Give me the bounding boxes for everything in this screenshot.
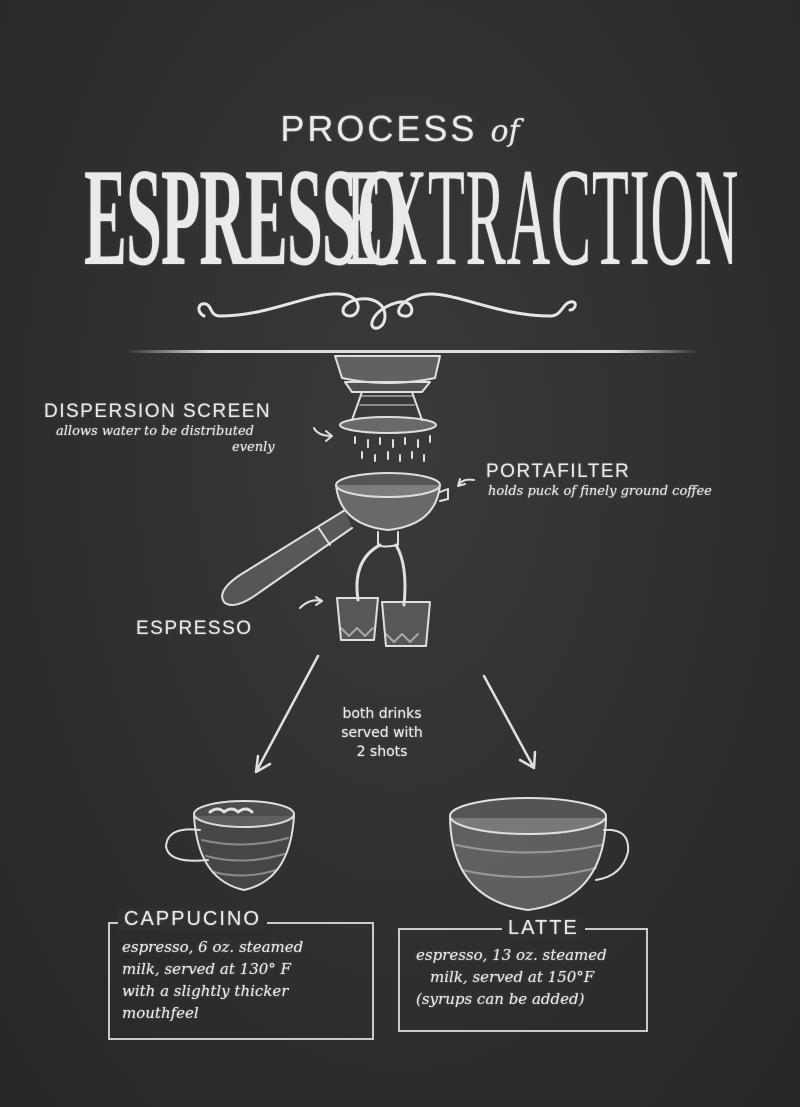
title-of: of bbox=[490, 114, 520, 149]
cappuccino-line: milk, served at 130° F bbox=[122, 960, 291, 978]
title-line1: PROCESS bbox=[280, 108, 478, 149]
machine-group-head-line bbox=[125, 350, 700, 353]
latte-description: espresso, 13 oz. steamed milk, served at… bbox=[416, 944, 607, 1010]
latte-cup-icon bbox=[449, 797, 630, 911]
portafilter-description: holds puck of finely ground coffee bbox=[488, 484, 712, 499]
cappuccino-title: CAPPUCINO bbox=[118, 908, 267, 931]
shots-note-line3: 2 shots bbox=[356, 744, 408, 760]
latte-line: espresso, 13 oz. steamed bbox=[416, 946, 607, 964]
title-extraction: EXTRACTION bbox=[346, 140, 740, 295]
arrow-to-latte-icon bbox=[482, 674, 537, 770]
latte-title: LATTE bbox=[502, 917, 585, 940]
arrow-dispersion-icon bbox=[313, 427, 333, 442]
arrow-espresso-icon bbox=[299, 596, 323, 609]
flourish-ornament-icon bbox=[197, 292, 577, 330]
water-droplets-icon bbox=[354, 435, 431, 462]
cappuccino-description: espresso, 6 oz. steamed milk, served at … bbox=[122, 936, 303, 1024]
portafilter-label: PORTAFILTER bbox=[486, 461, 631, 482]
cappuccino-line: mouthfeel bbox=[122, 1004, 199, 1022]
cappuccino-line: espresso, 6 oz. steamed bbox=[122, 938, 304, 956]
shots-note-line1: both drinks bbox=[342, 706, 422, 722]
espresso-label: ESPRESSO bbox=[136, 618, 253, 639]
dispersion-screen-label: DISPERSION SCREEN bbox=[44, 401, 272, 422]
title-process-of: PROCESS of bbox=[0, 108, 800, 150]
shots-note-line2: served with bbox=[341, 725, 423, 741]
cappuccino-line: with a slightly thicker bbox=[122, 982, 289, 1000]
portafilter-icon bbox=[221, 472, 449, 606]
dispersion-screen-description: allows water to be distributed bbox=[56, 424, 254, 439]
dispersion-screen-description-2: evenly bbox=[232, 440, 275, 455]
shots-note: both drinks served with 2 shots bbox=[312, 705, 452, 762]
arrow-portafilter-icon bbox=[457, 478, 475, 487]
main-title: ESPRESSO EXTRACTION bbox=[84, 148, 738, 288]
group-head-icon bbox=[334, 355, 441, 434]
shot-glasses-icon bbox=[336, 597, 431, 647]
arrow-to-cappuccino-icon bbox=[254, 654, 320, 774]
latte-line: milk, served at 150°F bbox=[430, 968, 595, 986]
cappuccino-cup-icon bbox=[165, 800, 295, 891]
latte-line: (syrups can be added) bbox=[416, 990, 585, 1008]
